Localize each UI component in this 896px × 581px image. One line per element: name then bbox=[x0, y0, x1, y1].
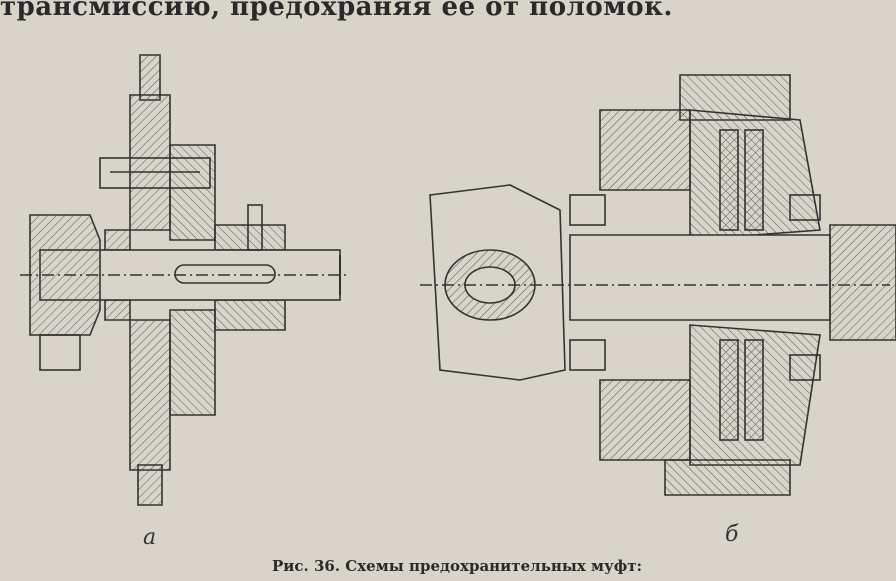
page-top-text: трансмиссию, предохраняя ее от поломок. bbox=[0, 0, 673, 22]
drawing-a bbox=[20, 54, 350, 506]
drawing-label-b: б bbox=[725, 522, 739, 547]
drawing-b bbox=[420, 74, 896, 496]
figure-caption: Рис. 36. Схемы предохранительных муфт: bbox=[272, 557, 643, 575]
drawing-label-a: а bbox=[143, 525, 157, 550]
